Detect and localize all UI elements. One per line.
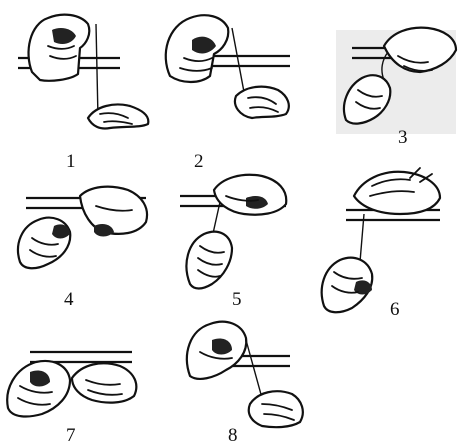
step-3-label: 3 [398, 128, 408, 147]
step-4-label: 4 [64, 290, 74, 309]
step-5-illustration [180, 175, 286, 289]
step-8-illustration [187, 322, 303, 428]
step-1-illustration [18, 15, 148, 129]
step-4-illustration [18, 187, 147, 269]
step-6-label: 6 [390, 300, 400, 319]
step-2-illustration [166, 15, 290, 118]
step-5-label: 5 [232, 290, 242, 309]
step-2-label: 2 [194, 152, 204, 171]
step-1-label: 1 [66, 152, 76, 171]
step-7-illustration [7, 352, 136, 416]
step-8-label: 8 [228, 426, 238, 445]
step-6-illustration [322, 168, 440, 312]
step-3-illustration [336, 28, 456, 134]
step-7-label: 7 [66, 426, 76, 445]
